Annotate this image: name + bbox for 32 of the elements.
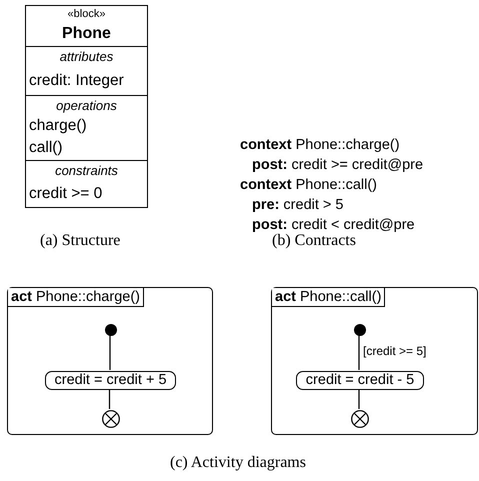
- flow-line: [109, 335, 111, 370]
- flow-line: [358, 335, 360, 370]
- guard-label: [credit >= 5]: [362, 344, 428, 358]
- figure-caption: (c) Activity diagrams: [170, 454, 306, 472]
- constraint-text: credit >= 0: [29, 185, 102, 202]
- initial-node: [354, 324, 366, 336]
- constraint-text: context Phone::charge(): [240, 137, 400, 153]
- stereotype-label: «block»: [68, 8, 106, 20]
- constraint-text: post: credit < credit@pre: [252, 217, 415, 233]
- block-box: [25, 5, 148, 208]
- initial-node: [105, 324, 117, 336]
- frame-title: act Phone::charge(): [8, 288, 144, 307]
- flow-final-node: [102, 410, 120, 428]
- subcaption: (b) Contracts: [272, 232, 356, 250]
- subcaption: (a) Structure: [40, 232, 120, 250]
- operation-text: call(): [29, 139, 63, 156]
- operation-text: charge(): [29, 117, 87, 134]
- compartment-title: constraints: [55, 163, 118, 178]
- constraint-text: post: credit >= credit@pre: [252, 157, 424, 173]
- action-node: credit = credit + 5: [45, 371, 176, 390]
- action-node: credit = credit - 5: [296, 371, 424, 390]
- frame-title: act Phone::call(): [272, 288, 386, 307]
- flow-line: [358, 389, 360, 409]
- flow-final-node: [351, 410, 369, 428]
- compartment-title: operations: [56, 98, 117, 113]
- compartment-title: attributes: [60, 49, 114, 64]
- attribute-text: credit: Integer: [29, 72, 124, 89]
- constraint-text: context Phone::call(): [240, 177, 378, 193]
- activity-frame: [7, 287, 213, 435]
- flow-line: [108, 389, 110, 409]
- constraint-text: pre: credit > 5: [252, 197, 344, 213]
- block-name: Phone: [62, 25, 111, 42]
